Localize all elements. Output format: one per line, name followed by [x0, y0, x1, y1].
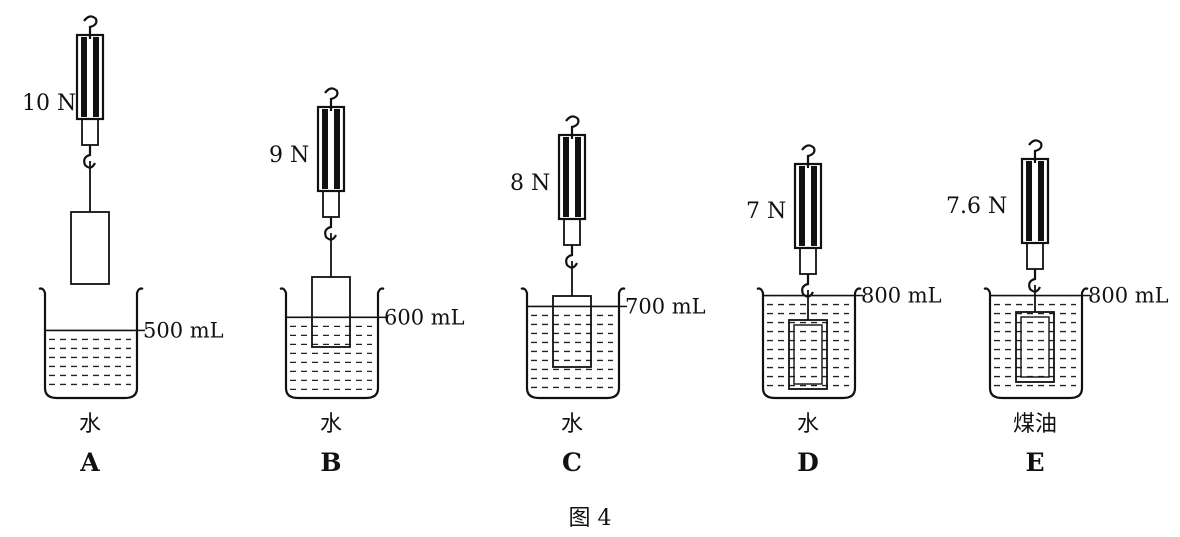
panel-c-block	[552, 261, 592, 368]
scale-stripe	[575, 137, 581, 217]
metal-block	[1015, 311, 1055, 383]
panel-a-block	[70, 161, 110, 285]
scale-body	[316, 105, 346, 193]
panel-letter: C	[562, 448, 582, 477]
scale-bottom-hook	[83, 145, 96, 169]
scale-stripe	[799, 166, 805, 246]
panel-a-spring-scale	[75, 15, 105, 169]
panel-a: 10 N 500 mL 水A	[22, 15, 224, 477]
panel-d-beaker	[756, 287, 862, 400]
scale-sleeve	[81, 118, 99, 146]
force-reading: 10 N	[22, 91, 76, 116]
panel-e-spring-scale	[1020, 139, 1050, 293]
beaker-outline	[756, 287, 862, 400]
scale-sleeve	[1026, 242, 1044, 270]
liquid-label: 水	[79, 412, 101, 437]
scale-sleeve	[563, 218, 581, 246]
liquid-label: 水	[320, 412, 342, 437]
beaker-outline	[279, 287, 385, 400]
scale-sleeve	[322, 190, 340, 218]
metal-block	[788, 319, 828, 390]
scale-stripe	[334, 109, 340, 189]
panel-c: 8 N 700 mL 水C	[510, 115, 706, 477]
panel-letter: A	[79, 448, 100, 477]
scale-top-hook	[801, 144, 816, 168]
panel-b: 9 N 600 mL 水B	[269, 87, 465, 477]
panel-b-beaker	[279, 287, 385, 400]
panel-letter: E	[1025, 448, 1044, 477]
force-reading: 8 N	[510, 171, 550, 196]
scale-body	[793, 162, 823, 250]
block-inner-outline	[793, 324, 823, 385]
scale-top-hook	[1028, 139, 1043, 163]
beaker-outline	[520, 287, 626, 400]
volume-label: 700 mL	[625, 294, 706, 318]
volume-label: 600 mL	[384, 305, 465, 329]
scale-top-hook	[565, 115, 580, 139]
liquid-label: 水	[797, 412, 819, 437]
panel-e-block	[1015, 285, 1055, 383]
metal-block	[311, 276, 351, 348]
panel-c-spring-scale	[557, 115, 587, 269]
beaker-outline	[983, 287, 1089, 400]
scale-bottom-hook	[1028, 269, 1041, 293]
panel-b-spring-scale	[316, 87, 346, 241]
panel-letter: B	[320, 448, 341, 477]
scale-top-hook	[324, 87, 339, 111]
force-reading: 7 N	[746, 199, 786, 224]
metal-block	[70, 211, 110, 285]
scale-sleeve	[799, 247, 817, 275]
force-reading: 7.6 N	[946, 194, 1007, 219]
metal-block	[552, 295, 592, 368]
volume-label: 800 mL	[861, 284, 942, 308]
scale-stripe	[563, 137, 569, 217]
liquid-label: 煤油	[1013, 412, 1057, 437]
panel-e: 7.6 N 800 mL 煤油 E	[946, 139, 1169, 477]
volume-label: 800 mL	[1088, 284, 1169, 308]
scale-bottom-hook	[565, 245, 578, 269]
scale-stripe	[811, 166, 817, 246]
panel-c-beaker	[520, 287, 626, 400]
panel-d-block	[788, 290, 828, 390]
beaker-outline	[38, 287, 144, 400]
scale-stripe	[93, 37, 99, 117]
force-reading: 9 N	[269, 143, 309, 168]
scale-stripe	[1038, 161, 1044, 241]
scale-body	[557, 133, 587, 221]
panel-b-block	[311, 233, 351, 348]
scale-stripe	[81, 37, 87, 117]
scale-stripe	[322, 109, 328, 189]
scale-bottom-hook	[324, 217, 337, 241]
panel-d-spring-scale	[793, 144, 823, 298]
panel-d: 7 N 800 mL 水D	[746, 144, 942, 477]
panel-letter: D	[797, 448, 819, 477]
figure-caption: 图 4	[569, 506, 612, 531]
scale-body	[75, 33, 105, 121]
scale-top-hook	[83, 15, 98, 39]
block-inner-outline	[1020, 316, 1050, 378]
scale-stripe	[1026, 161, 1032, 241]
scale-body	[1020, 157, 1050, 245]
volume-label: 500 mL	[143, 318, 224, 342]
liquid-label: 水	[561, 412, 583, 437]
panel-a-beaker	[38, 287, 144, 400]
